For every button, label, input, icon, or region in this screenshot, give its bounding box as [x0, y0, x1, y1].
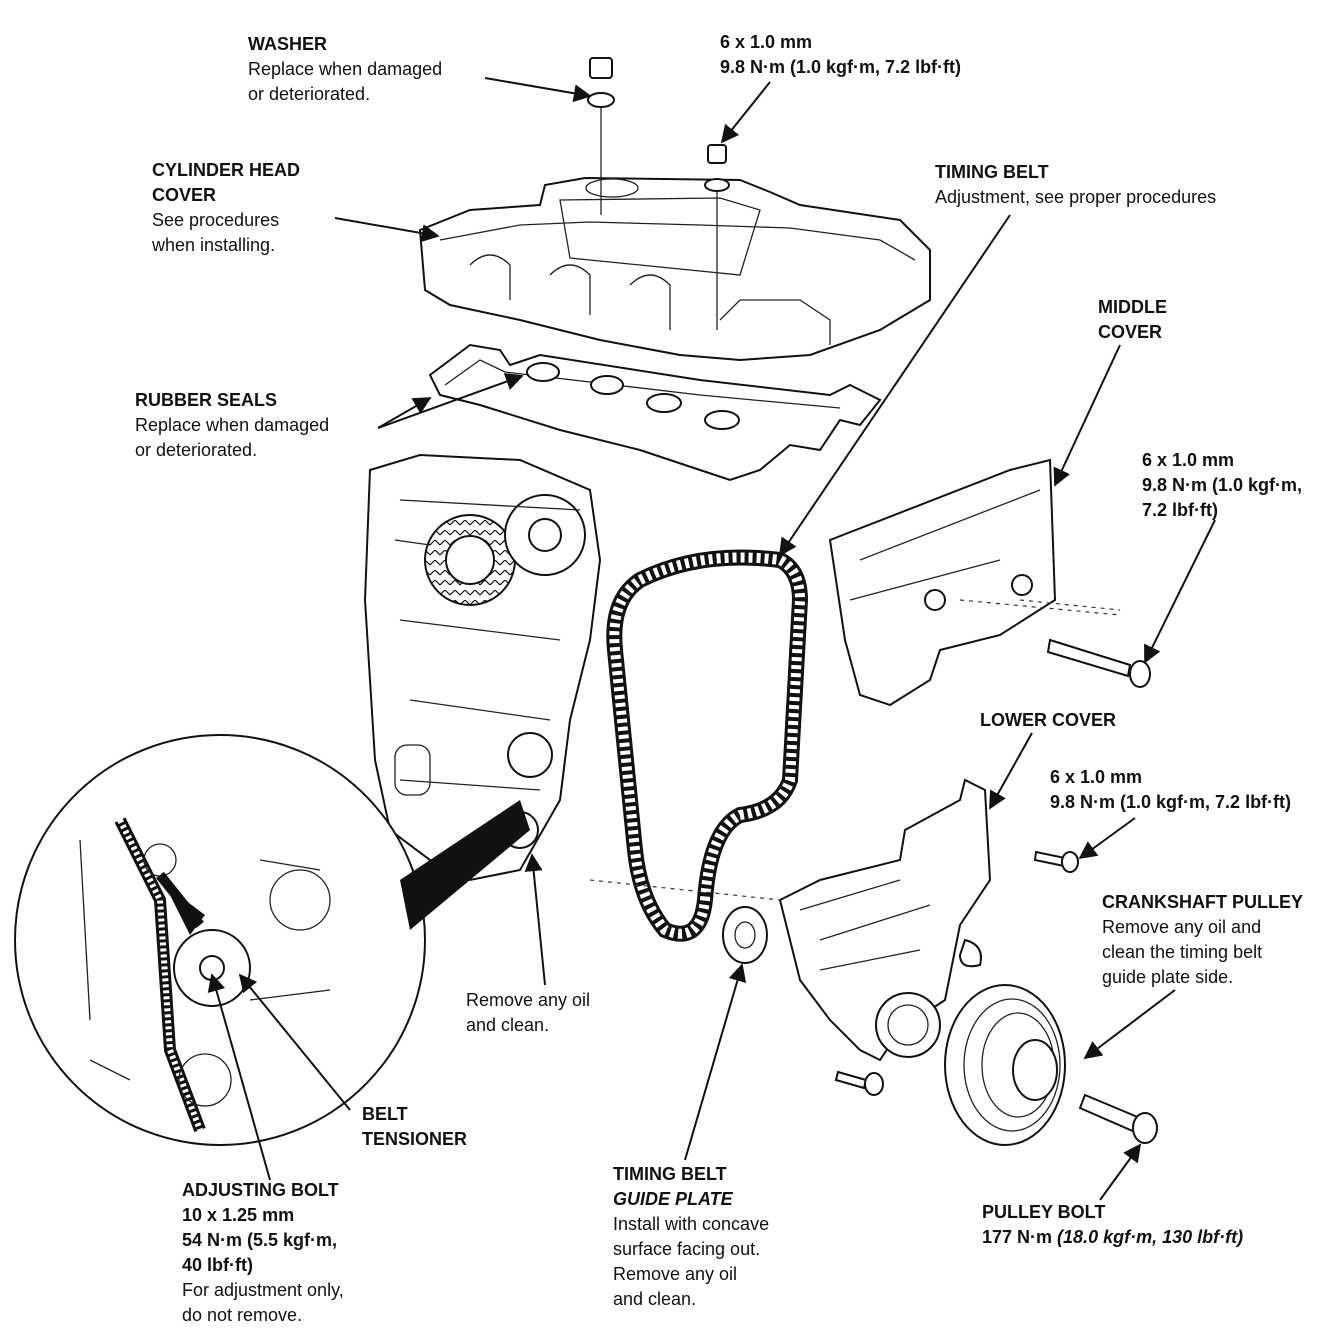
middle-cover-title-2: COVER [1098, 322, 1163, 342]
middle-bolt-torque-2: 7.2 lbf·ft) [1142, 500, 1218, 520]
pulley-bolt-torque-alt: (18.0 kgf·m, 130 lbf·ft) [1057, 1227, 1244, 1247]
engine-block [363, 453, 602, 882]
middle-bolt-torque-1: 9.8 N·m (1.0 kgf·m, [1142, 475, 1303, 495]
timing-belt [606, 549, 809, 942]
lower-bolt-torque: 9.8 N·m (1.0 kgf·m, 7.2 lbf·ft) [1050, 792, 1292, 812]
rubber-seals-line-2: or deteriorated. [135, 440, 258, 460]
lower-cover [778, 778, 992, 1062]
lower-cover-label: LOWER COVER [980, 708, 1116, 733]
lower-cover-bolts [589, 850, 1079, 1096]
guide-plate-line-1: Install with concave [613, 1214, 770, 1234]
guide-plate-title-1: TIMING BELT [613, 1164, 727, 1184]
pulley-bolt-title: PULLEY BOLT [982, 1202, 1106, 1222]
timing-belt-title: TIMING BELT [935, 162, 1049, 182]
pulley-bolt [1078, 1093, 1158, 1144]
guide-plate-title-2: GUIDE PLATE [613, 1189, 733, 1209]
belt-tensioner-label: BELT TENSIONER [362, 1102, 467, 1152]
timing-belt-line-1: Adjustment, see proper procedures [935, 187, 1217, 207]
middle-bolt-size: 6 x 1.0 mm [1142, 450, 1235, 470]
cylinder-head-cover-title-1: CYLINDER HEAD [152, 160, 301, 180]
crankshaft-pulley [944, 984, 1066, 1146]
adjusting-bolt-label: ADJUSTING BOLT 10 x 1.25 mm 54 N·m (5.5 … [182, 1178, 344, 1328]
guide-plate-line-3: Remove any oil [613, 1264, 738, 1284]
middle-cover-title-1: MIDDLE [1098, 297, 1167, 317]
pulley-bolt-label: PULLEY BOLT 177 N·m (18.0 kgf·m, 130 lbf… [982, 1200, 1243, 1250]
rubber-seal-4 [704, 410, 740, 430]
head-cover-gasket [428, 343, 882, 482]
cylinder-head-cover [418, 176, 931, 362]
guide-plate-label: TIMING BELT GUIDE PLATE Install with con… [613, 1162, 769, 1312]
rubber-seals-title: RUBBER SEALS [135, 390, 278, 410]
washer-title: WASHER [248, 34, 328, 54]
rubber-seal-2 [590, 375, 624, 395]
remove-oil-line-2: and clean. [466, 1015, 550, 1035]
washer-line-2: or deteriorated. [248, 84, 371, 104]
top-bolt-spec: 6 x 1.0 mm 9.8 N·m (1.0 kgf·m, 7.2 lbf·f… [720, 30, 961, 80]
washer-and-nut [587, 57, 730, 330]
lower-cover-title: LOWER COVER [980, 710, 1117, 730]
middle-cover-label: MIDDLE COVER [1098, 295, 1167, 345]
washer-line-1: Replace when damaged [248, 59, 443, 79]
crankshaft-pulley-line-3: guide plate side. [1102, 967, 1234, 987]
guide-plate-line-2: surface facing out. [613, 1239, 761, 1259]
pulley-bolt-torque: 177 N·m (18.0 kgf·m, 130 lbf·ft) [982, 1225, 1243, 1250]
remove-oil-line-1: Remove any oil [466, 990, 591, 1010]
belt-tensioner-title-2: TENSIONER [362, 1129, 468, 1149]
adjusting-bolt-line-2: do not remove. [182, 1305, 303, 1325]
middle-cover-bolt [1046, 638, 1151, 688]
washer-label: WASHER Replace when damaged or deteriora… [248, 32, 442, 107]
crankshaft-pulley-label: CRANKSHAFT PULLEY Remove any oil and cle… [1102, 890, 1303, 990]
guide-plate-line-4: and clean. [613, 1289, 697, 1309]
cylinder-head-cover-title-2: COVER [152, 185, 217, 205]
cylinder-head-cover-line-1: See procedures [152, 210, 280, 230]
pulley-bolt-torque-nm: 177 N·m [982, 1227, 1058, 1247]
rubber-seals-line-1: Replace when damaged [135, 415, 330, 435]
lower-bolt-spec: 6 x 1.0 mm 9.8 N·m (1.0 kgf·m, 7.2 lbf·f… [1050, 765, 1291, 815]
timing-belt-guide-plate [722, 906, 768, 964]
lower-bolt-size: 6 x 1.0 mm [1050, 767, 1143, 787]
top-bolt-torque: 9.8 N·m (1.0 kgf·m, 7.2 lbf·ft) [720, 57, 962, 77]
rubber-seal-3 [646, 393, 682, 413]
remove-oil-label: Remove any oil and clean. [466, 988, 590, 1038]
timing-belt-label: TIMING BELT Adjustment, see proper proce… [935, 160, 1216, 210]
cylinder-head-cover-label: CYLINDER HEAD COVER See procedures when … [152, 158, 300, 258]
top-bolt-size: 6 x 1.0 mm [720, 32, 813, 52]
adjusting-bolt-size: 10 x 1.25 mm [182, 1205, 295, 1225]
cylinder-head-cover-line-2: when installing. [152, 235, 276, 255]
belt-tensioner-title-1: BELT [362, 1104, 408, 1124]
adjusting-bolt-line-1: For adjustment only, [182, 1280, 344, 1300]
adjusting-bolt-torque-1: 54 N·m (5.5 kgf·m, [182, 1230, 338, 1250]
crankshaft-pulley-line-2: clean the timing belt [1102, 942, 1263, 962]
adjusting-bolt-title: ADJUSTING BOLT [182, 1180, 339, 1200]
tensioner-detail-view [14, 734, 530, 1146]
rubber-seals-label: RUBBER SEALS Replace when damaged or det… [135, 388, 329, 463]
rubber-seal-1 [526, 362, 560, 382]
adjusting-bolt-torque-2: 40 lbf·ft) [182, 1255, 253, 1275]
middle-cover [828, 458, 1121, 707]
middle-bolt-spec: 6 x 1.0 mm 9.8 N·m (1.0 kgf·m, 7.2 lbf·f… [1142, 448, 1302, 523]
crankshaft-pulley-line-1: Remove any oil and [1102, 917, 1262, 937]
tensioner-pulley [507, 732, 553, 778]
crankshaft-pulley-title: CRANKSHAFT PULLEY [1102, 892, 1303, 912]
leader-lines [207, 77, 1216, 1201]
